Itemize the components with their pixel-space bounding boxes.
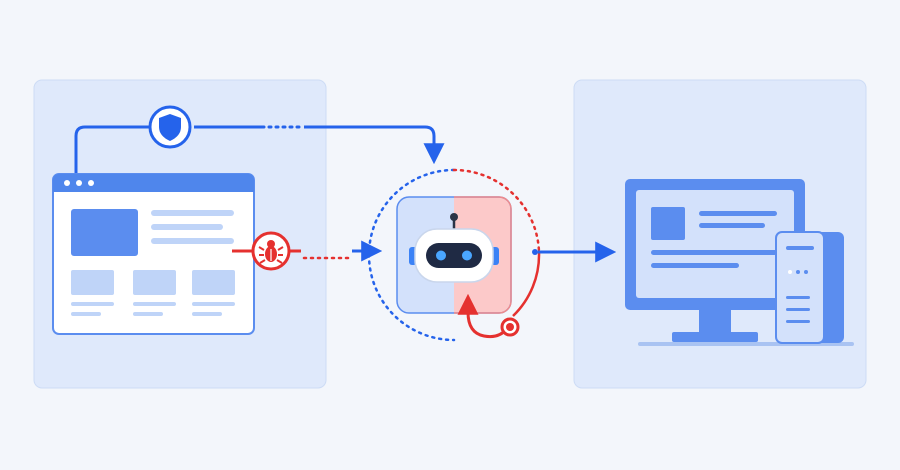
shield-icon [148,105,192,149]
web-page-icon [52,173,255,335]
robot-icon [409,213,499,283]
desktop-computer-icon [625,179,854,346]
bug-icon [251,231,291,271]
agent-boundary-ring [367,168,541,342]
safe-flow-edge [74,125,445,173]
output-flow-edge [532,241,617,263]
injected-flow-edge [232,240,383,262]
feedback-loop-edge [457,293,520,339]
